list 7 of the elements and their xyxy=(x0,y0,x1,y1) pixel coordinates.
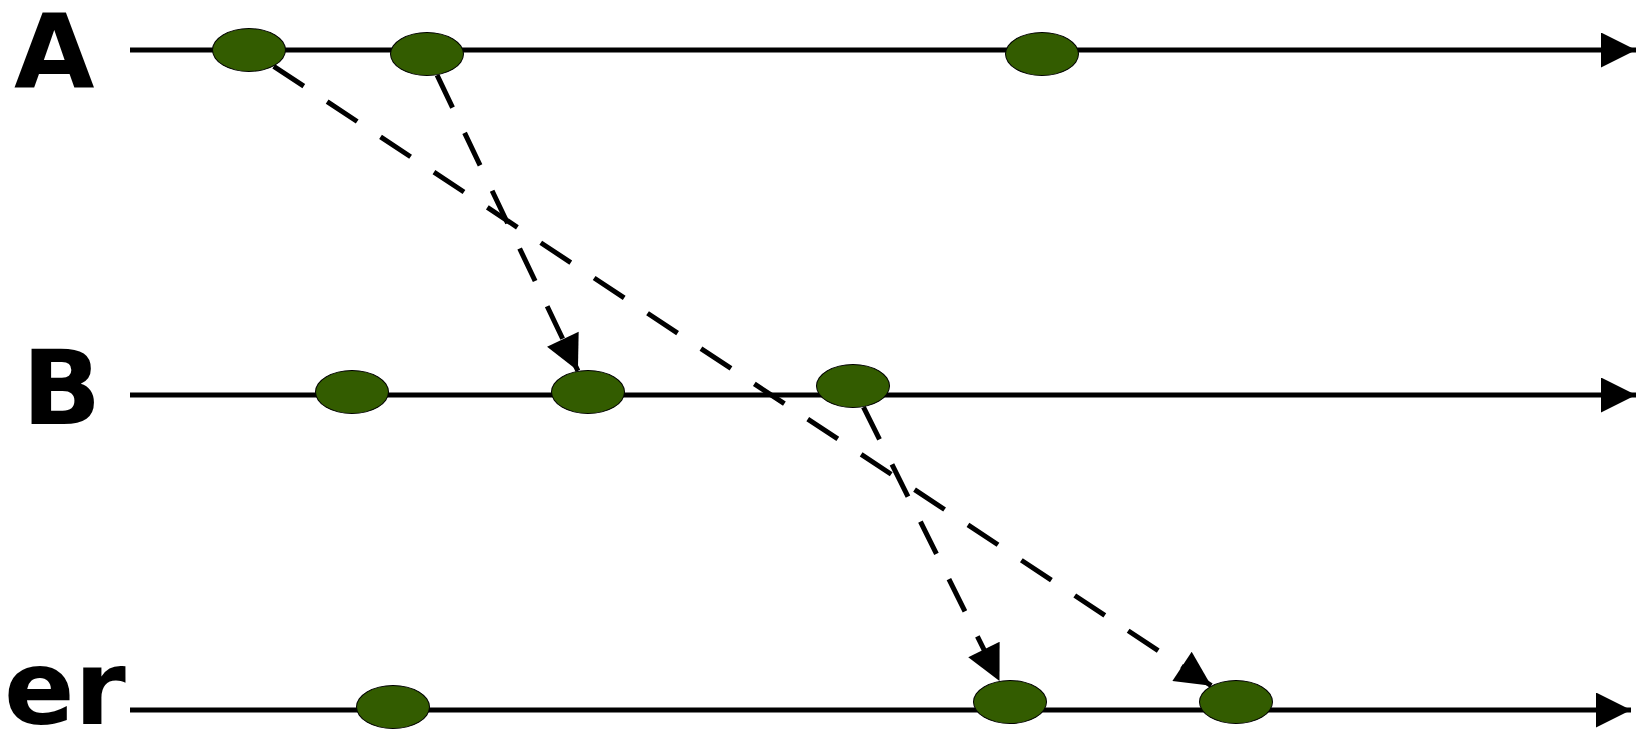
event-ellipse xyxy=(212,28,286,72)
message-arrow xyxy=(434,74,581,372)
process-label: A xyxy=(14,0,95,104)
message-arrow xyxy=(272,64,1213,688)
process-label: er xyxy=(4,636,126,740)
process-label: B xyxy=(22,336,102,440)
message-arrow xyxy=(861,406,1002,682)
